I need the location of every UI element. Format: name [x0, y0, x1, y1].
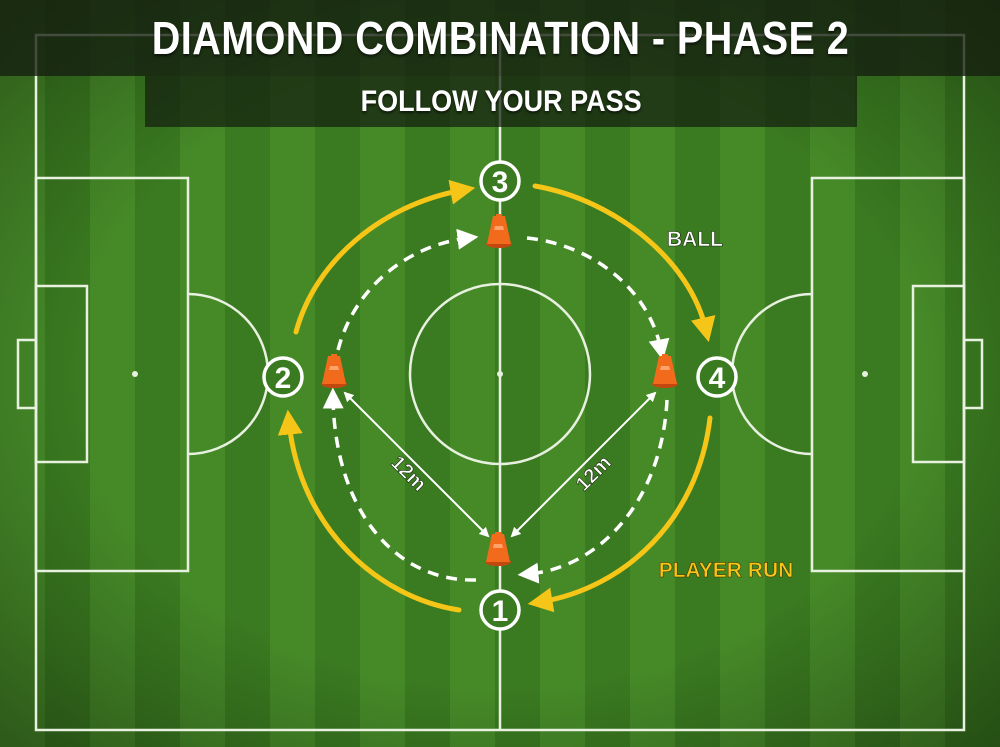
player-4-marker [696, 356, 738, 398]
player-run-arrows [277, 179, 716, 613]
cone-top [486, 214, 512, 248]
page-subtitle: FOLLOW YOUR PASS [360, 84, 642, 118]
player-3-marker [479, 160, 521, 202]
distance-indicators [343, 391, 657, 538]
player-run-label: PLAYER RUN [659, 559, 794, 582]
player-run-arrow-1-to-2 [277, 409, 462, 613]
player-3: 3 [479, 160, 521, 202]
player-run-arrow-4-to-1 [527, 415, 713, 613]
distance-line-left [343, 391, 490, 538]
center-circle [408, 282, 592, 466]
subtitle-banner: FOLLOW YOUR PASS [145, 76, 857, 127]
cones [321, 214, 678, 566]
player-2: 2 [262, 356, 304, 398]
player-run-arrow-2-to-3 [293, 179, 476, 335]
player-3-number: 3 [492, 166, 509, 199]
cone-left [321, 354, 347, 388]
ball-pass-arrow-4-to-1 [517, 399, 669, 584]
player-4-number: 4 [709, 362, 726, 395]
player-4: 4 [696, 356, 738, 398]
right-goal [962, 338, 984, 410]
player-1-marker [479, 589, 521, 631]
player-1: 1 [479, 589, 521, 631]
ball-label: BALL [667, 228, 723, 251]
ball-pass-arrow-2-to-3 [336, 228, 479, 351]
cone-bottom [485, 532, 511, 566]
player-1-number: 1 [492, 595, 509, 628]
left-penalty-spot [132, 371, 138, 377]
center-spot [497, 371, 503, 377]
left-goal [16, 338, 38, 410]
ball-pass-arrow-3-to-4 [526, 236, 670, 361]
right-penalty-spot [862, 371, 868, 377]
player-2-number: 2 [275, 362, 292, 395]
page-title: DIAMOND COMBINATION - PHASE 2 [151, 12, 849, 64]
cone-right [652, 354, 678, 388]
player-2-marker [262, 356, 304, 398]
player-run-arrow-3-to-4 [532, 183, 716, 343]
distance-line-right [510, 391, 657, 538]
title-banner: DIAMOND COMBINATION - PHASE 2 [0, 0, 1000, 76]
